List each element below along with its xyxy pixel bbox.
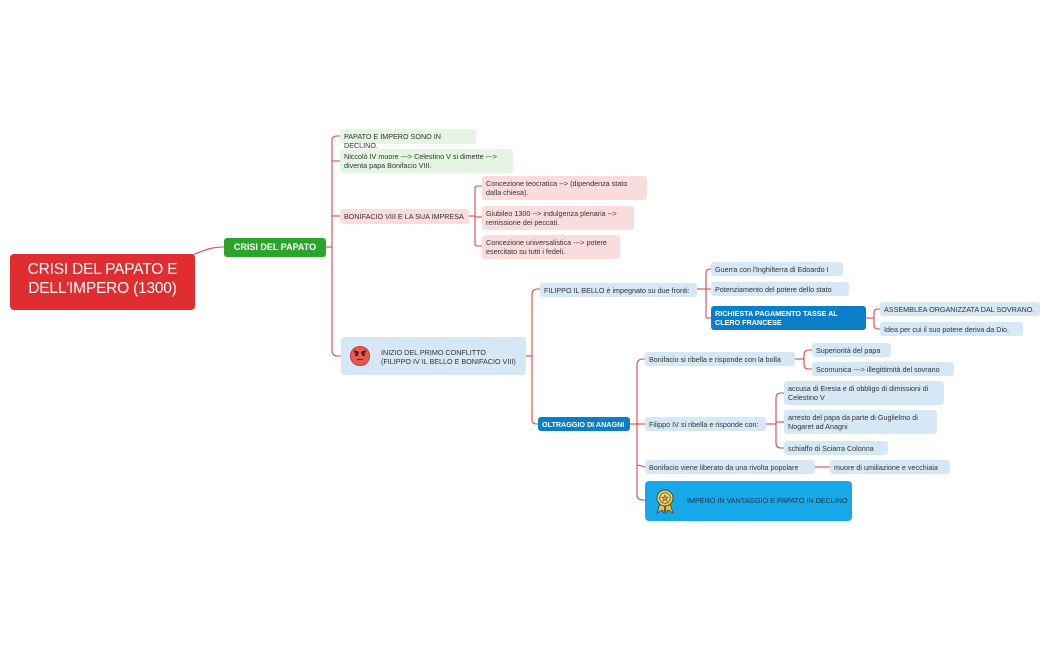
node-impero-vantaggio-label: IMPERO IN VANTAGGIO E PAPATO IN DECLINO bbox=[687, 496, 848, 505]
node-inizio-line2: (FILIPPO IV IL BELLO E BONIFACIO VIII) bbox=[381, 357, 516, 366]
node-potenziamento[interactable]: Potenziamento del potere dello stato bbox=[711, 282, 849, 296]
medal-icon bbox=[656, 489, 674, 514]
node-liberato-label: Bonifacio viene liberato da una rivolta … bbox=[649, 463, 799, 472]
node-muore-label: muore di umiliazione e vecchiaia bbox=[834, 463, 938, 472]
root-topic[interactable]: CRISI DEL PAPATO E DELL'IMPERO (1300) bbox=[10, 254, 195, 310]
node-bonifacio-impresa[interactable]: BONIFACIO VIII E LA SUA IMPRESA bbox=[340, 209, 469, 224]
node-idea[interactable]: Idea per cui il suo potere deriva da Dio… bbox=[880, 322, 1023, 336]
node-accusa-label: accusa di Eresia e di obbligo di dimissi… bbox=[788, 384, 929, 402]
node-richiesta[interactable]: RICHIESTA PAGAMENTO TASSE AL CLERO FRANC… bbox=[711, 306, 866, 330]
node-scomunica[interactable]: Scomunica ---> illegittimità del sovrano bbox=[812, 362, 954, 376]
node-filippo-ribella[interactable]: Filippo IV si ribella e risponde con: bbox=[645, 417, 766, 431]
node-bonifacio-ribella-label: Bonifacio si ribella e risponde con la b… bbox=[649, 355, 781, 364]
node-giubileo-label: Giubileo 1300 --> indulgenza plenaria --… bbox=[486, 209, 617, 227]
node-oltraggio-label: OLTRAGGIO DI ANAGNI bbox=[542, 420, 625, 429]
node-teocratica[interactable]: Concezione teocratica --> (dipendenza st… bbox=[482, 176, 647, 200]
node-idea-label: Idea per cui il suo potere deriva da Dio… bbox=[884, 325, 1010, 334]
node-inizio-conflitto[interactable]: INIZIO DEL PRIMO CONFLITTO (FILIPPO IV I… bbox=[341, 337, 526, 375]
node-accusa[interactable]: accusa di Eresia e di obbligo di dimissi… bbox=[784, 381, 944, 405]
node-guerra-label: Guerra con l'Inghilterra di Edoardo I bbox=[715, 265, 829, 274]
root-label-line1: CRISI DEL PAPATO E bbox=[27, 261, 178, 278]
node-muore[interactable]: muore di umiliazione e vecchiaia bbox=[830, 460, 950, 474]
node-impero-vantaggio[interactable]: IMPERO IN VANTAGGIO E PAPATO IN DECLINO bbox=[645, 481, 852, 521]
node-oltraggio[interactable]: OLTRAGGIO DI ANAGNI bbox=[538, 417, 630, 431]
node-assemblea-label: ASSEMBLEA ORGANIZZATA DAL SOVRANO. bbox=[884, 305, 1035, 314]
node-assemblea[interactable]: ASSEMBLEA ORGANIZZATA DAL SOVRANO. bbox=[880, 302, 1040, 316]
node-teocratica-label: Concezione teocratica --> (dipendenza st… bbox=[486, 179, 628, 197]
node-bonifacio-impresa-label: BONIFACIO VIII E LA SUA IMPRESA bbox=[344, 212, 464, 221]
node-scomunica-label: Scomunica ---> illegittimità del sovrano bbox=[816, 365, 940, 374]
node-superiorita-label: Superiorità del papa bbox=[816, 346, 881, 355]
node-filippo-fronti[interactable]: FILIPPO IL BELLO è impegnato su due fron… bbox=[540, 283, 697, 297]
angry-face-icon bbox=[350, 346, 370, 366]
node-universalistica[interactable]: Concezione universalistica ---> potere e… bbox=[482, 235, 620, 259]
node-filippo-ribella-label: Filippo IV si ribella e risponde con: bbox=[649, 420, 759, 429]
node-arresto-label: arresto del papa da parte di Guglielmo d… bbox=[788, 413, 918, 431]
main-topic[interactable]: CRISI DEL PAPATO bbox=[224, 238, 326, 257]
root-label-line2: DELL'IMPERO (1300) bbox=[28, 280, 177, 297]
node-universalistica-label: Concezione universalistica ---> potere e… bbox=[486, 238, 607, 256]
node-niccolo-label: Niccolò IV muore ---> Celestino V si dim… bbox=[344, 152, 497, 170]
node-papato-impero[interactable]: PAPATO E IMPERO SONO IN DECLINO. bbox=[340, 129, 476, 150]
node-liberato[interactable]: Bonifacio viene liberato da una rivolta … bbox=[645, 460, 815, 474]
node-filippo-fronti-label: FILIPPO IL BELLO è impegnato su due fron… bbox=[544, 286, 690, 295]
node-giubileo[interactable]: Giubileo 1300 --> indulgenza plenaria --… bbox=[482, 206, 634, 230]
node-niccolo[interactable]: Niccolò IV muore ---> Celestino V si dim… bbox=[340, 149, 513, 173]
main-topic-label: CRISI DEL PAPATO bbox=[233, 242, 317, 252]
node-bonifacio-ribella[interactable]: Bonifacio si ribella e risponde con la b… bbox=[645, 352, 795, 366]
node-papato-impero-label: PAPATO E IMPERO SONO IN DECLINO. bbox=[344, 132, 441, 150]
node-inizio-line1: INIZIO DEL PRIMO CONFLITTO bbox=[381, 348, 487, 357]
node-schiaffo-label: schiaffo di Sciarra Colonna bbox=[788, 444, 874, 453]
node-superiorita[interactable]: Superiorità del papa bbox=[812, 343, 891, 357]
node-potenziamento-label: Potenziamento del potere dello stato bbox=[715, 285, 832, 294]
node-schiaffo[interactable]: schiaffo di Sciarra Colonna bbox=[784, 441, 888, 455]
node-arresto[interactable]: arresto del papa da parte di Guglielmo d… bbox=[784, 410, 937, 434]
node-richiesta-label: RICHIESTA PAGAMENTO TASSE AL CLERO FRANC… bbox=[715, 309, 838, 327]
node-guerra[interactable]: Guerra con l'Inghilterra di Edoardo I bbox=[711, 262, 843, 276]
